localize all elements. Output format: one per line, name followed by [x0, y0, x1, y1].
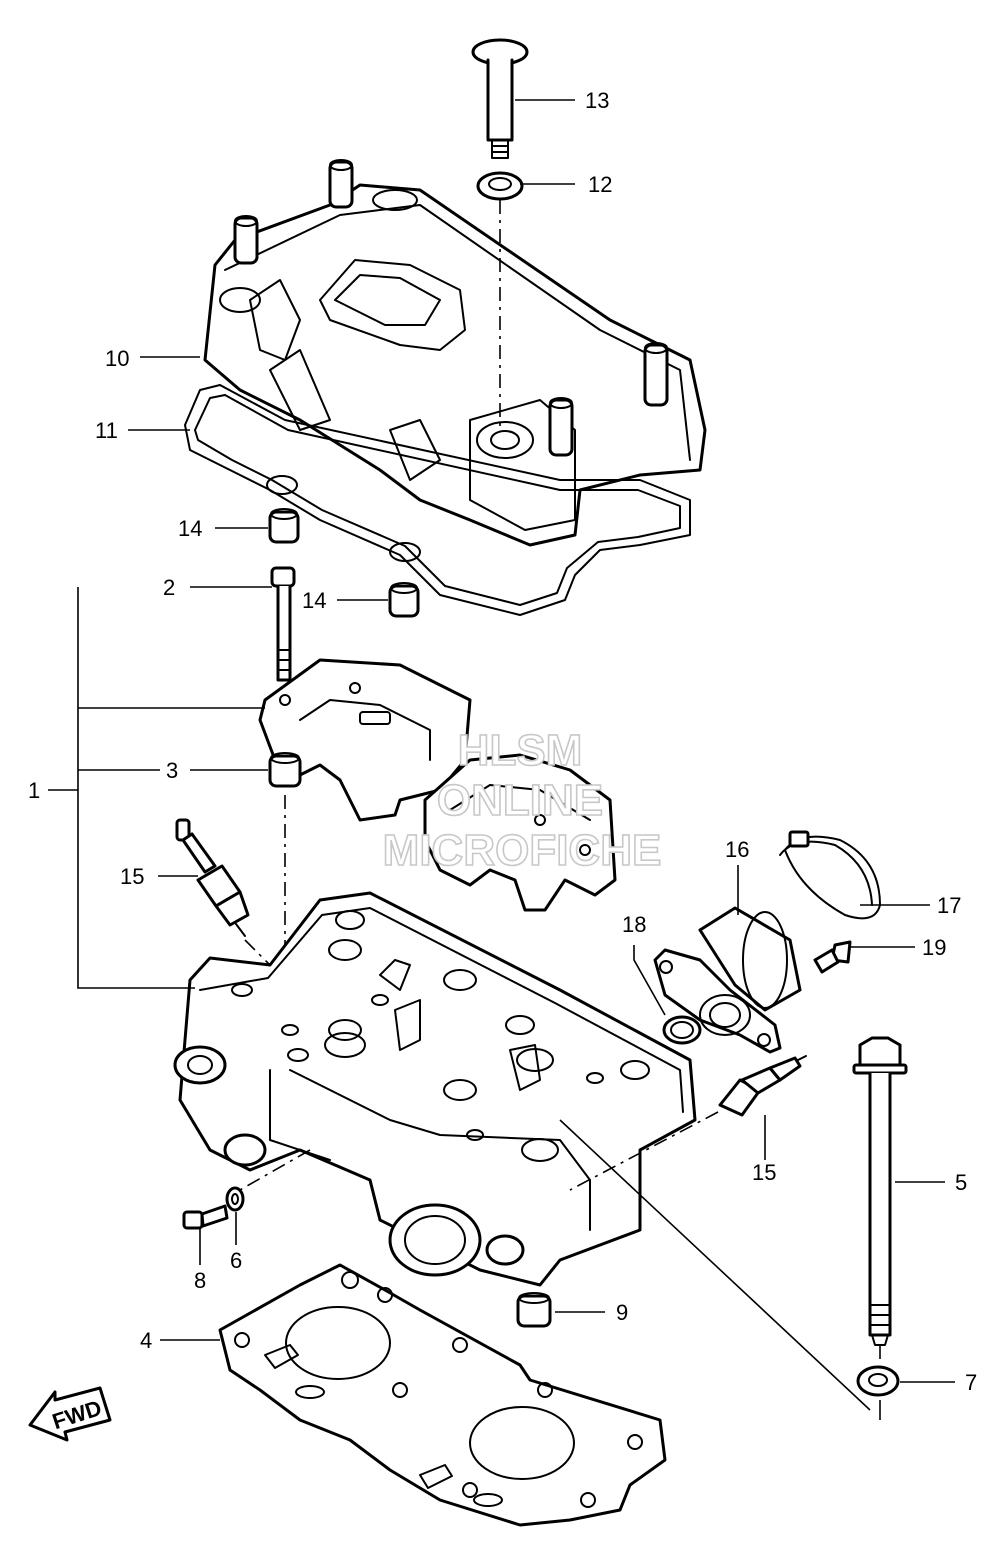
callout-11: 11	[95, 418, 118, 443]
callout-1: 1	[28, 778, 40, 803]
intake-pipe	[653, 906, 802, 1054]
callout-numbers: 13 12 10 11 14 2 14 1 3 15 16 17 18 19 1…	[28, 88, 977, 1395]
watermark: HLSM ONLINE MICROFICHE	[382, 725, 662, 876]
callout-2: 2	[163, 575, 175, 600]
callout-8: 8	[194, 1268, 206, 1293]
watermark-line-3: MICROFICHE	[383, 826, 662, 875]
holder-dowel	[268, 752, 302, 788]
spark-plug-right	[718, 1055, 807, 1117]
callout-16: 16	[725, 837, 749, 862]
bolt-washer	[225, 1186, 245, 1212]
intake-o-ring	[662, 1015, 702, 1045]
dowel-pin-lower	[388, 582, 420, 618]
callout-14-lower: 14	[302, 588, 326, 613]
forward-direction-arrow-icon: FWD	[28, 1386, 112, 1442]
cylinder-head-gasket	[218, 1263, 667, 1527]
callout-6: 6	[230, 1248, 242, 1273]
callout-14-upper: 14	[178, 516, 202, 541]
callout-19: 19	[922, 935, 946, 960]
spark-plug-left	[175, 818, 250, 937]
callout-12: 12	[588, 172, 612, 197]
cylinder-head-cover	[203, 159, 707, 547]
long-head-bolt	[852, 1036, 908, 1346]
watermark-line-1: HLSM	[458, 726, 583, 775]
callout-3: 3	[166, 758, 178, 783]
long-bolt-washer	[856, 1365, 900, 1397]
leader-lines	[48, 99, 955, 1383]
camshaft-holder-rear	[423, 753, 617, 912]
dowel-pin-upper	[268, 508, 300, 544]
watermark-line-2: ONLINE	[437, 776, 603, 825]
bolt-seal-washer	[476, 171, 524, 201]
callout-18: 18	[622, 912, 646, 937]
callout-15-right: 15	[752, 1160, 776, 1185]
callout-4: 4	[140, 1328, 152, 1353]
callout-13: 13	[585, 88, 609, 113]
cover-bolt	[471, 38, 529, 159]
head-dowel	[516, 1292, 552, 1328]
callout-9: 9	[616, 1300, 628, 1325]
callout-15-left: 15	[120, 864, 144, 889]
holder-bolt	[270, 566, 296, 682]
callout-10: 10	[105, 346, 129, 371]
intake-screw	[813, 940, 852, 974]
callout-17: 17	[937, 893, 961, 918]
head-cover-gasket	[184, 384, 691, 616]
callout-5: 5	[955, 1170, 967, 1195]
small-bolt	[182, 1204, 229, 1230]
cylinder-head	[173, 891, 697, 1287]
callout-7: 7	[965, 1370, 977, 1395]
